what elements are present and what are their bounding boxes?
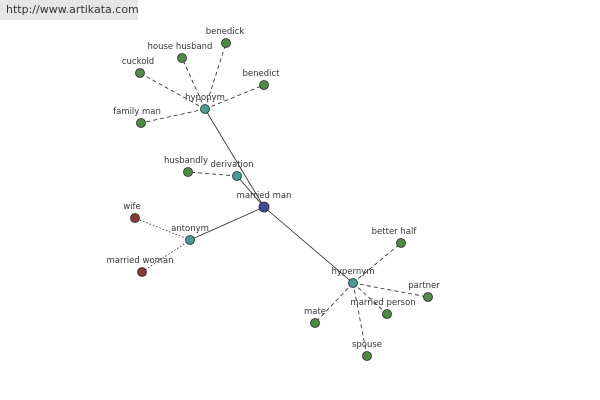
word-label-mate: mate <box>304 307 326 317</box>
relation-label-hypernym: hypernym <box>331 267 374 277</box>
word-label-house-husband: house husband <box>148 42 213 52</box>
edge-antonym-wife <box>134 217 191 241</box>
word-node-better-half[interactable] <box>396 238 406 248</box>
graph-edges <box>134 42 429 357</box>
edge-hypernym-partner <box>352 282 429 298</box>
edge-hypernym-better-half <box>352 242 402 284</box>
word-node-house-husband[interactable] <box>177 53 187 63</box>
relation-node-derivation[interactable] <box>232 171 242 181</box>
edge-hyponym-benedick <box>204 42 227 110</box>
center-node-married-man[interactable] <box>258 201 270 213</box>
graph-nodes <box>130 38 433 361</box>
center-label: married man <box>237 191 292 201</box>
word-label-better-half: better half <box>372 227 418 237</box>
word-label-family-man: family man <box>113 107 161 117</box>
relation-label-derivation: derivation <box>210 160 253 170</box>
edge-center-antonym <box>189 206 265 241</box>
word-node-family-man[interactable] <box>136 118 146 128</box>
word-label-wife: wife <box>123 202 141 212</box>
word-label-benedick: benedick <box>206 27 245 37</box>
edge-hypernym-spouse <box>352 282 368 357</box>
relation-node-hyponym[interactable] <box>200 104 210 114</box>
edge-center-derivation <box>236 175 265 208</box>
word-node-cuckold[interactable] <box>135 68 145 78</box>
edge-center-hyponym <box>204 108 265 208</box>
edge-hyponym-family-man <box>140 108 206 124</box>
word-node-spouse[interactable] <box>362 351 372 361</box>
relation-node-antonym[interactable] <box>185 235 195 245</box>
word-label-spouse: spouse <box>352 340 382 350</box>
edge-antonym-married-woman <box>141 239 191 273</box>
relation-label-hyponym: hyponym <box>185 93 225 103</box>
source-watermark: http://www.artikata.com <box>0 0 139 20</box>
word-label-cuckold: cuckold <box>122 57 154 67</box>
relation-node-hypernym[interactable] <box>348 278 358 288</box>
edge-hyponym-house-husband <box>181 57 206 110</box>
word-label-partner: partner <box>408 281 440 291</box>
word-node-husbandly[interactable] <box>183 167 193 177</box>
word-node-married-person[interactable] <box>382 309 392 319</box>
word-node-partner[interactable] <box>423 292 433 302</box>
word-node-married-woman[interactable] <box>137 267 147 277</box>
word-node-mate[interactable] <box>310 318 320 328</box>
edge-hyponym-benedict <box>204 84 265 110</box>
graph-labels: house husband benedick cuckold benedict fami… <box>106 27 440 350</box>
word-node-benedick[interactable] <box>221 38 231 48</box>
word-label-benedict: benedict <box>242 69 280 79</box>
edge-derivation-husbandly <box>187 171 238 177</box>
word-label-married-woman: married woman <box>106 256 173 266</box>
edge-center-hypernym <box>263 206 354 284</box>
word-node-benedict[interactable] <box>259 80 269 90</box>
edge-hyponym-cuckold <box>139 72 206 110</box>
word-node-wife[interactable] <box>130 213 140 223</box>
relation-label-antonym: antonym <box>171 224 209 234</box>
word-label-married-person: married person <box>350 298 415 308</box>
edge-hypernym-mate <box>314 282 354 324</box>
edge-hypernym-married-person <box>352 282 388 315</box>
word-label-husbandly: husbandly <box>164 156 208 166</box>
